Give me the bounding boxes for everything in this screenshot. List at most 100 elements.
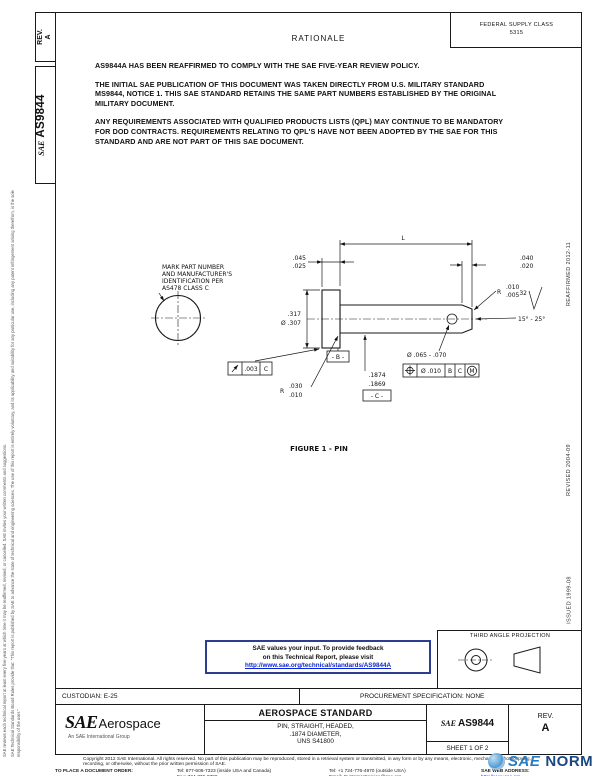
position-tolerance: Ø .010 [421,368,441,375]
document-title-cell: AEROSPACE STANDARD PIN, STRAIGHT, HEADED… [205,705,427,755]
dim-head-diameter: .317 Ø .307 [281,289,320,349]
datum-c-flag: - C - [371,393,383,400]
sae-logo-text: SAE [65,712,98,732]
dim-tip-min: .020 [520,263,534,270]
aerospace-logo-text: Aerospace [98,716,161,731]
dim-length: L [339,235,473,307]
datum-b-flag: - B - [332,354,344,361]
projection-title: THIRD ANGLE PROJECTION [469,633,551,639]
dim-head-thk-max: .045 [293,255,307,262]
sae-logo-small: SAE [37,140,46,156]
dim-length-label: L [401,235,405,242]
custodian-row: CUSTODIAN: E-25 PROCUREMENT SPECIFICATIO… [55,688,582,704]
rationale-text: AS9844A HAS BEEN REAFFIRMED TO COMPLY WI… [95,61,503,155]
rev-tab-label: REV. [37,29,44,45]
rev-tab-value: A [45,34,52,40]
web-address-label: SAE WEB ADDRESS: [481,768,530,774]
doc-number-tab: SAE AS9844 [35,69,55,181]
surface-finish-value: 32 [519,290,527,297]
title-block: SAEAerospace An SAE International Group … [55,704,582,755]
dim-fillet-min: .010 [289,392,303,399]
dim-edge-rad-max: .010 [506,284,520,291]
runout-symbol-icon [231,364,239,373]
document-title-line2: .1874 DIAMETER, [289,730,342,738]
figure-caption: FIGURE 1 - PIN [290,445,348,453]
rev-tab-box [35,12,56,62]
paragraph-qpl: ANY REQUIREMENTS ASSOCIATED WITH QUALIFI… [95,117,503,146]
dim-chamfer-angle-label: 15° - 25° [518,316,545,323]
document-number-value: AS9844 [457,717,495,729]
feedback-line1: SAE values your input. To provide feedba… [252,645,384,652]
cross-hole [446,313,458,325]
sae-web-link[interactable]: http://www.sae.org [481,775,582,776]
position-datum-b: B [448,368,452,375]
watermark-norm-text: NORM [545,752,594,770]
dim-hole-diameter: Ø .065 - .070 Ø .010 B C M [402,324,480,378]
fax-number: Fax: 724-776-0790 [177,775,329,776]
mark-note-line1: MARK PART NUMBER [162,264,224,271]
dim-head-thickness: .045 .025 [293,255,354,287]
projection-box: THIRD ANGLE PROJECTION [437,630,582,688]
rationale-heading: RATIONALE [291,34,346,43]
mmc-modifier-circle-icon [466,365,477,376]
fillet-radius-symbol: R [280,388,284,395]
position-symbol-icon [405,365,415,376]
dim-fillet-radius: R .030 .010 [280,335,339,399]
projection-symbol-icon [458,646,541,674]
pin-figure-drawing: MARK PART NUMBER AND MANUFACTURER'S IDEN… [151,235,545,453]
sae-aerospace-logo: SAEAerospace An SAE International Group [55,705,205,755]
drawing-frame [55,12,582,755]
feedback-link[interactable]: http://www.sae.org/technical/standards/A… [244,662,392,670]
document-title-line1: PIN, STRAIGHT, HEADED, [277,723,354,730]
email-address: Email: CustomerService@sae.org [329,775,481,776]
custodian-cell: CUSTODIAN: E-25 [55,689,300,704]
revision-value: A [541,722,550,734]
mark-note: MARK PART NUMBER AND MANUFACTURER'S IDEN… [158,264,232,302]
procurement-cell: PROCUREMENT SPECIFICATION: NONE [360,693,485,700]
document-title-line3: UNS S41800 [297,738,334,746]
tel-outside: Tel: +1 724-776-4970 (outside USA) [329,768,406,774]
copyright-notice: Copyright 2012 SAE International. All ri… [83,757,531,768]
runout-datum-c: C [264,366,268,373]
runout-tolerance: .003 [244,366,258,373]
runout-fcf: .003 C [227,348,320,376]
dim-edge-radius: R .010 .005 [473,284,520,311]
saenorm-globe-icon [488,752,505,770]
datum-b: - B - [326,348,350,363]
surface-finish-icon [528,286,543,311]
dim-head-dia-min: Ø .307 [281,320,301,327]
dim-edge-rad-min: .005 [506,292,520,299]
radius-symbol: R [497,289,501,296]
doc-number-tab-box [35,66,56,184]
supply-class-label: FEDERAL SUPPLY CLASS [479,22,554,28]
mark-note-line2: AND MANUFACTURER'S [162,271,232,278]
mark-note-line4: AS478 CLASS C [162,285,209,292]
order-label: TO PLACE A DOCUMENT ORDER: [55,768,133,774]
revision-cell: REV. A [509,705,582,755]
supply-class-box: FEDERAL SUPPLY CLASS 5315 [450,12,582,48]
mark-note-line3: IDENTIFICATION PER [162,278,223,285]
logo-tagline: An SAE International Group [68,734,130,740]
saenorm-watermark: SAE NORM [488,747,598,775]
mmc-modifier: M [469,368,474,375]
left-margin-disclaimer-inner: SAE Technical Standards Board Rules prov… [10,190,21,757]
position-datum-c: C [458,368,462,375]
dim-shank-dia-min: .1869 [368,381,385,388]
tel-inside: Tel: 877-606-7323 (inside USA and Canada… [177,768,272,774]
paragraph-initial-publication: THE INITIAL SAE PUBLICATION OF THIS DOCU… [95,79,497,108]
dim-shank-dia-max: .1874 [368,372,385,379]
dim-shank-diameter: .1874 .1869 - C - [362,335,392,402]
surface-finish: 32 [519,286,543,311]
rev-tab: REV. A [35,14,55,60]
number-sae-prefix: SAE [440,718,456,728]
paragraph-reaffirmed: AS9844A HAS BEEN REAFFIRMED TO COMPLY WI… [95,61,420,70]
feedback-line2: on this Technical Report, please visit [262,653,374,661]
document-number-cell: SAE AS9844 SHEET 1 OF 2 [427,705,509,755]
doc-number: AS9844 [35,94,47,138]
watermark-sae-text: SAE [508,752,541,770]
dim-tip-length: .040 .020 [450,255,534,303]
dim-head-dia-max: .317 [288,311,302,318]
dim-fillet-max: .030 [289,383,303,390]
dim-chamfer-angle: 15° - 25° [475,316,545,323]
